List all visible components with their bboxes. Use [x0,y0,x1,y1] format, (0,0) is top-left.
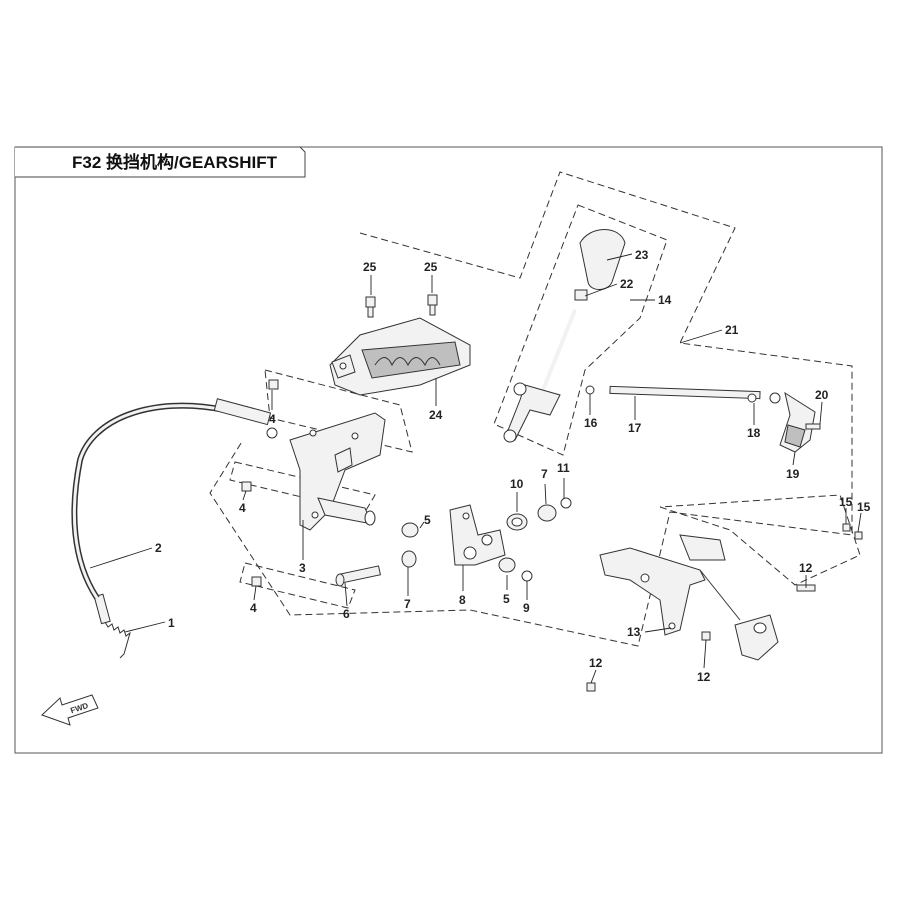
callout-21: 21 [725,323,739,337]
fwd-arrow-icon: FWD [41,694,99,726]
leader-lines [89,253,862,684]
group-outline-bracket [659,494,861,586]
callout-14: 14 [658,293,672,307]
part-1-spring [93,593,131,659]
part-25-screws [365,294,438,318]
part-23-shift-knob [574,229,626,301]
callout-10: 10 [510,477,524,491]
title-box: F32 换挡机构/GEARSHIFT [15,146,306,178]
callout-4: 4 [269,412,276,426]
part-3-bracket [289,412,386,531]
callout-17: 17 [628,421,642,435]
callout-19: 19 [786,467,800,481]
group-outline-lever [493,204,668,456]
part-17-linkage-rod [585,385,761,403]
callout-5: 5 [503,592,510,606]
callout-12: 12 [799,561,813,575]
part-bushings-washers [401,497,572,582]
callout-7: 7 [541,467,548,481]
diagram-title: F32 换挡机构/GEARSHIFT [72,152,278,172]
callout-1: 1 [168,616,175,630]
part-10-torsion-spring [506,513,528,531]
callout-23: 23 [635,248,649,262]
callout-25: 25 [424,260,438,274]
part-2-cable [71,398,278,600]
diagram-frame [14,146,883,754]
callout-22: 22 [620,277,634,291]
callout-3: 3 [299,561,306,575]
callout-6: 6 [343,607,350,621]
callout-20: 20 [815,388,829,402]
callout-8: 8 [459,593,466,607]
callout-15: 15 [839,495,853,509]
callout-16: 16 [584,416,598,430]
group-outline-main [209,171,853,647]
part-13-lower-bracket [599,534,779,661]
part-24-shift-gate-cover [329,317,471,396]
callout-18: 18 [747,426,761,440]
callout-7: 7 [404,597,411,611]
callout-labels: 1 2 3 4 4 4 5 5 6 7 7 8 9 10 11 12 12 12… [155,248,871,684]
callout-25: 25 [363,260,377,274]
callout-12: 12 [589,656,603,670]
callout-15: 15 [857,500,871,514]
part-22-shift-lever [503,309,577,443]
callout-5: 5 [424,513,431,527]
part-4-bolts [241,379,279,587]
callout-13: 13 [627,625,641,639]
callout-24: 24 [429,408,443,422]
callout-12: 12 [697,670,711,684]
part-8-selector-plate [449,504,506,566]
part-6-pivot-pin [335,565,381,587]
callout-11: 11 [557,461,570,475]
part-19-shift-arm [769,391,821,453]
callout-4: 4 [250,601,257,615]
callout-4: 4 [239,501,246,515]
callout-9: 9 [523,601,530,615]
callout-2: 2 [155,541,162,555]
